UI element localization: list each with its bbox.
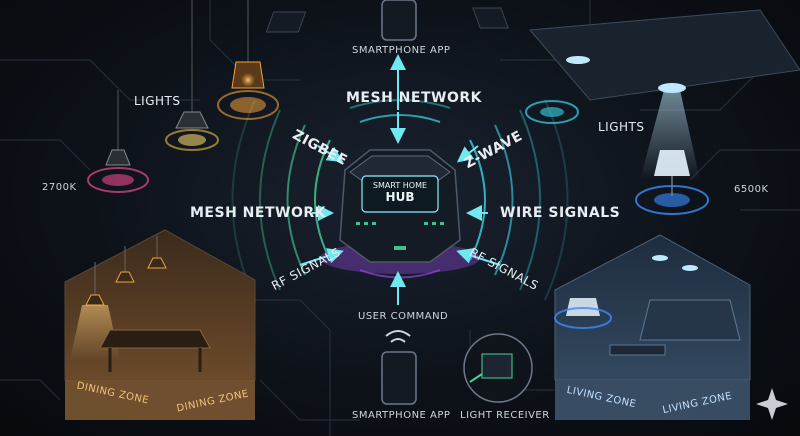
light-receiver-label: LIGHT RECEIVER [460,410,550,421]
table-lamp-icon [635,150,709,215]
smartphone-icon[interactable] [381,351,417,405]
smartphone-icon[interactable] [381,0,417,41]
wire-signals-label: WIRE SIGNALS [500,205,621,221]
sparkle-icon [756,388,788,420]
color-temp-left-label: 2700K [42,182,77,193]
hub-label-line1: SMART HOME [372,181,428,190]
hub-label-line2: HUB [385,190,415,204]
living-zone-room [554,234,751,420]
signal-arcs [231,99,569,301]
user-command-label: USER COMMAND [358,311,449,322]
lights-right-label: LIGHTS [598,120,645,134]
mesh-network-left-label: MESH NETWORK [190,205,326,221]
hub-label: SMART HOME HUB [362,181,438,204]
smartphone-app-bottom-label: SMARTPHONE APP [352,410,451,421]
smart-home-hub[interactable] [320,149,480,274]
mesh-network-top-label: MESH NETWORK [346,90,482,106]
chip-icon [463,333,533,403]
color-temp-right-label: 6500K [734,184,769,195]
smartphone-app-top-label: SMARTPHONE APP [352,45,451,56]
wifi-icon [385,330,411,343]
lights-left-label: LIGHTS [134,94,181,108]
flow-arrows [299,54,501,305]
chip-icon [265,7,509,33]
dining-zone-room [64,229,256,420]
